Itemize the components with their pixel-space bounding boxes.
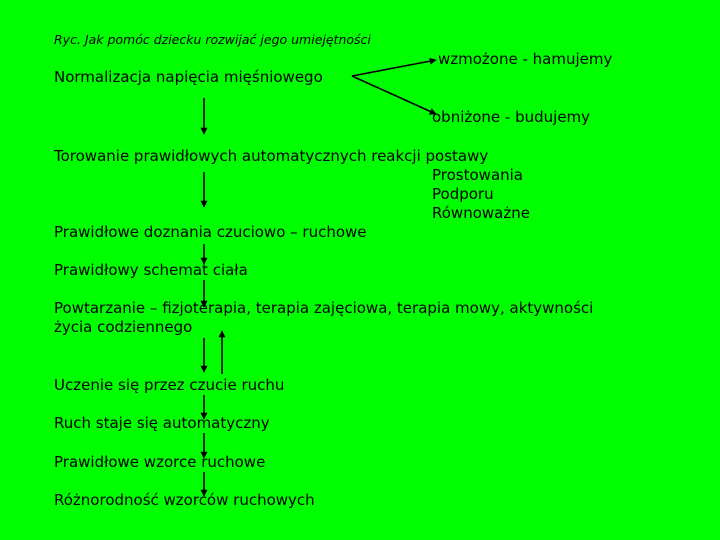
node-automatyczny: Ruch staje się automatyczny (54, 414, 270, 432)
figure-caption: Ryc. Jak pomóc dziecku rozwijać jego umi… (54, 32, 371, 47)
node-doznania: Prawidłowe doznania czuciowo – ruchowe (54, 223, 367, 241)
node-powtarzanie-line-1: Powtarzanie – fizjoterapia, terapia zaję… (54, 299, 594, 317)
node-obnizone: obniżone - budujemy (432, 108, 591, 126)
node-torowanie: Torowanie prawidłowych automatycznych re… (54, 147, 489, 165)
arrow-to-wzmozone (351, 57, 437, 77)
node-uczenie: Uczenie się przez czucie ruchu (54, 376, 285, 394)
arrow-to-obnizone (351, 75, 437, 115)
node-normalizacja: Normalizacja napięcia mięśniowego (54, 68, 323, 86)
node-prostowania: Prostowania (432, 166, 523, 184)
node-rownowazne: Równoważne (432, 204, 530, 222)
node-wzorce: Prawidłowe wzorce ruchowe (54, 453, 266, 471)
node-powtarzanie-line-2: życia codziennego (54, 318, 193, 336)
node-schemat: Prawidłowy schemat ciała (54, 261, 248, 279)
node-podporu: Podporu (432, 185, 494, 203)
node-roznorodnosc: Różnorodność wzorców ruchowych (54, 491, 315, 509)
node-wzmozone: wzmożone - hamujemy (438, 50, 613, 68)
